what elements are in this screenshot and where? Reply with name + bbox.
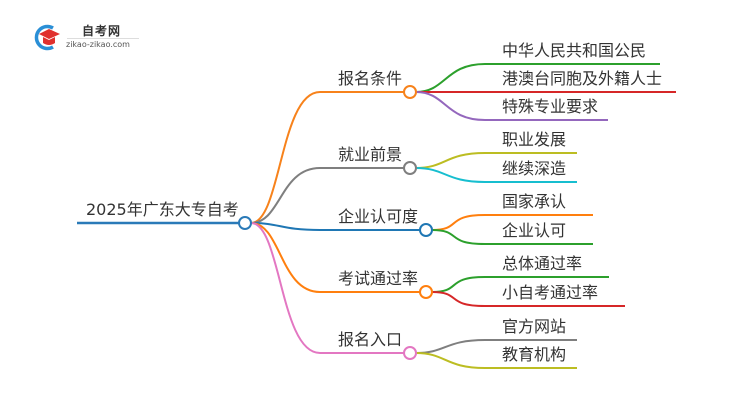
branch-label-3[interactable]: 企业认可度: [338, 207, 419, 226]
branch-label-1[interactable]: 报名条件: [338, 69, 403, 88]
graduation-cap-icon: [34, 24, 60, 51]
branch-node-4[interactable]: [419, 285, 433, 299]
leaf-label-2-2[interactable]: 继续深造: [502, 159, 567, 178]
leaf-label-5-2[interactable]: 教育机构: [502, 345, 567, 364]
branch-label-2[interactable]: 就业前景: [338, 145, 403, 164]
leaf-connector-5-1: [415, 339, 577, 354]
site-logo[interactable]: 自考网 zikao-zikao.com: [33, 22, 143, 52]
leaf-label-4-2[interactable]: 小自考通过率: [502, 283, 599, 302]
leaf-connector-1-1: [415, 63, 660, 93]
leaf-connector-3-1: [431, 214, 593, 231]
leaf-connector-4-2: [431, 291, 625, 307]
leaf-connector-2-1: [415, 152, 577, 169]
branch-label-5[interactable]: 报名入口: [338, 330, 403, 349]
leaf-connector-4-1: [431, 276, 609, 293]
leaf-connector-3-2: [431, 229, 593, 245]
logo-divider: [67, 38, 139, 39]
branch-connector-4: [250, 222, 420, 293]
leaf-label-5-1[interactable]: 官方网站: [502, 317, 567, 336]
branch-connector-2: [250, 167, 404, 224]
branch-node-1[interactable]: [403, 85, 417, 99]
branch-connector-1: [250, 91, 404, 224]
leaf-connector-5-2: [415, 352, 577, 369]
branch-node-3[interactable]: [419, 223, 433, 237]
branch-label-4[interactable]: 考试通过率: [338, 269, 419, 288]
logo-url: zikao-zikao.com: [66, 40, 130, 49]
branch-node-5[interactable]: [403, 346, 417, 360]
leaf-label-1-1[interactable]: 中华人民共和国公民: [502, 41, 647, 60]
branch-connector-5: [250, 222, 404, 354]
leaf-label-2-1[interactable]: 职业发展: [502, 130, 567, 149]
leaf-connector-1-3: [415, 91, 608, 121]
root-node[interactable]: [238, 216, 252, 230]
leaf-connector-2-2: [415, 167, 577, 183]
branch-node-2[interactable]: [403, 161, 417, 175]
leaf-label-1-2[interactable]: 港澳台同胞及外籍人士: [502, 69, 663, 88]
branch-connector-3: [250, 222, 420, 231]
logo-title: 自考网: [82, 24, 122, 38]
leaf-label-1-3[interactable]: 特殊专业要求: [502, 97, 599, 116]
leaf-label-4-1[interactable]: 总体通过率: [502, 254, 583, 273]
leaf-label-3-1[interactable]: 国家承认: [502, 192, 567, 211]
leaf-label-3-2[interactable]: 企业认可: [502, 221, 567, 240]
root-node-label[interactable]: 2025年广东大专自考: [86, 200, 239, 219]
